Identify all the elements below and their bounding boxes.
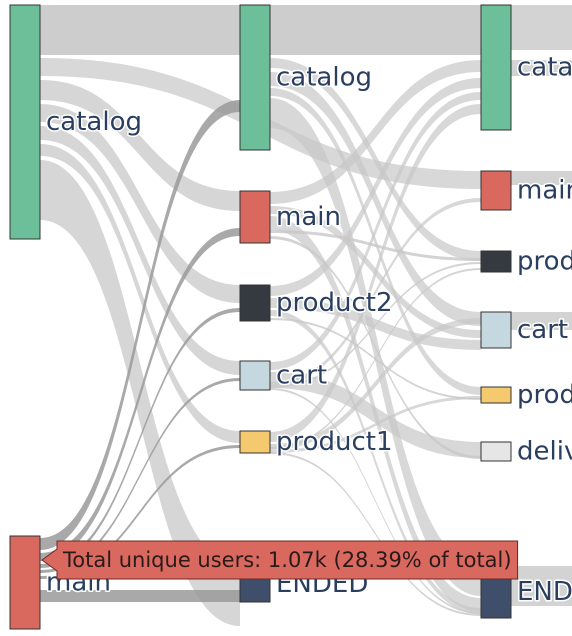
sankey-node-c1_catalog[interactable] (239, 4, 271, 151)
sankey-link-c0_catalog-to-c1_product1-5[interactable] (40, 144, 240, 443)
sankey-node-label-c2_main: main (517, 176, 572, 206)
sankey-link-c1_main-to-c2_product2-33[interactable] (270, 230, 481, 261)
sankey-link-c1_product1-to-c2_product1-29[interactable] (270, 396, 481, 453)
sankey-link-c2-outgoing-2[interactable] (511, 171, 572, 185)
sankey-link-c2-outgoing-0[interactable] (511, 5, 572, 50)
sankey-link-c1_product1-to-c2_cart-28[interactable] (270, 318, 481, 450)
sankey-link-c1_catalog-to-c2_cart-15[interactable] (270, 72, 481, 326)
sankey-link-c1_product1-to-c2_catalog-27[interactable] (270, 104, 481, 442)
sankey-link-c2-outgoing-1[interactable] (511, 60, 572, 76)
sankey-link-c1_cart-to-c2_delivery-25[interactable] (270, 372, 481, 458)
sankey-link-c1_main-to-c2_delivery-34[interactable] (270, 236, 481, 459)
sankey-node-label-c2_catalog: catalog (517, 53, 572, 83)
tooltip-box (41, 540, 519, 580)
sankey-node-c2_cart[interactable] (480, 311, 512, 349)
tooltip-text: Total unique users: 1.07k (28.39% of tot… (62, 548, 512, 572)
sankey-link-c1_main-to-c2_catalog-18[interactable] (270, 60, 481, 204)
sankey-link-c0_main-to-c1_main-8[interactable] (40, 228, 240, 561)
sankey-link-c2-outgoing-3[interactable] (511, 312, 572, 330)
sankey-node-c1_product2[interactable] (239, 284, 271, 322)
hover-tooltip: Total unique users: 1.07k (28.39% of tot… (41, 540, 519, 580)
sankey-link-c1_cart-to-c2_main-26[interactable] (270, 198, 481, 386)
sankey-node-label-c2_cart: cart (517, 315, 568, 345)
sankey-link-c0_main-to-c1_product1-11[interactable] (40, 445, 240, 579)
sankey-link-c0_catalog-to-c1_main-2[interactable] (40, 80, 240, 211)
sankey-link-c0_main-to-c1_cart-10[interactable] (40, 378, 240, 573)
sankey-link-c0_main-to-c1_catalog-7[interactable] (40, 100, 240, 550)
sankey-node-label-c1_product1: product1 (276, 427, 393, 457)
sankey-node-label-c2_delivery: delivery (517, 437, 572, 467)
sankey-node-label-c2_ended: ENDED (517, 577, 572, 607)
sankey-link-c1_cart-to-c2_catalog-24[interactable] (270, 92, 481, 370)
sankey-link-c1_product1-to-c2_ended-35[interactable] (270, 452, 481, 616)
sankey-node-c0_catalog[interactable] (9, 4, 41, 240)
sankey-node-c1_main[interactable] (239, 190, 271, 244)
sankey-node-label-c1_catalog: catalog (276, 63, 372, 93)
sankey-link-c1_product2-to-c2_catalog-21[interactable] (270, 78, 481, 296)
sankey-node-label-c0_catalog: catalog (46, 107, 142, 137)
sankey-link-c1_cart-to-c2_product2-30[interactable] (270, 262, 481, 388)
sankey-node-label-c1_main: main (276, 202, 341, 232)
sankey-link-c0_main-to-c1_product2-9[interactable] (40, 308, 240, 568)
sankey-node-c2_main[interactable] (480, 170, 512, 211)
sankey-link-c1_catalog-to-c2_catalog-13[interactable] (270, 5, 481, 55)
sankey-link-c1_product2-to-c2_ended-23[interactable] (270, 310, 481, 614)
sankey-link-c2-outgoing-4[interactable] (511, 566, 572, 606)
sankey-node-c0_main[interactable] (9, 535, 41, 630)
sankey-node-label-c1_cart: cart (276, 361, 327, 391)
sankey-node-label-c2_product1: product1 (517, 380, 572, 410)
sankey-node-c1_product1[interactable] (239, 430, 271, 454)
sankey-link-c1_catalog-to-c2_product1-16[interactable] (270, 88, 481, 395)
sankey-node-c1_cart[interactable] (239, 360, 271, 391)
sankey-link-c0_catalog-to-c1_product2-3[interactable] (40, 104, 240, 303)
sankey-link-c0_main-to-c1_ended-12[interactable] (40, 590, 240, 602)
sankey-link-c0_catalog-to-c1_cart-4[interactable] (40, 126, 240, 375)
sankey-link-c1_product1-to-c2_product2-32[interactable] (270, 268, 481, 449)
sankey-node-label-c2_product2: product2 (517, 247, 572, 277)
sankey-node-c2_product1[interactable] (480, 386, 512, 404)
sankey-node-c2_delivery[interactable] (480, 441, 512, 462)
sankey-node-c2_catalog[interactable] (480, 4, 512, 131)
sankey-node-c2_product2[interactable] (480, 250, 512, 273)
sankey-link-c1_catalog-to-c2_product2-14[interactable] (270, 58, 481, 261)
sankey-node-label-c1_product2: product2 (276, 288, 393, 318)
sankey-link-c1_cart-to-c2_ended-36[interactable] (270, 388, 481, 614)
sankey-link-c0_catalog-to-c1_catalog-0[interactable] (40, 5, 240, 55)
